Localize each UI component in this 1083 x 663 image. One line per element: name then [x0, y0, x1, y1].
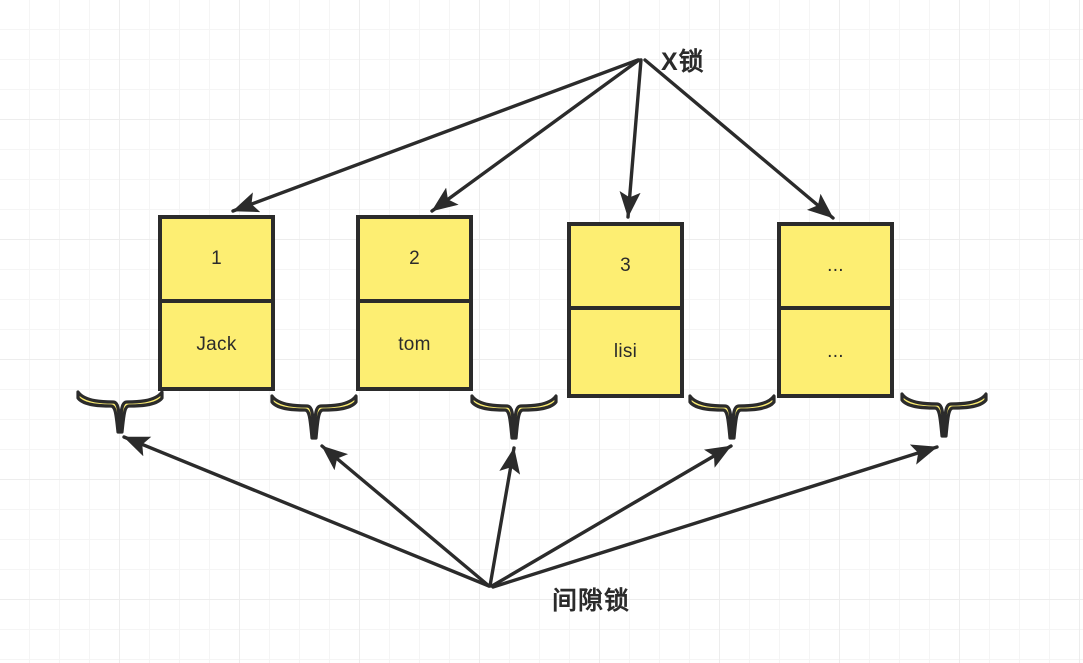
gap-lock-arrow-2 — [320, 444, 491, 588]
record-name-cell: lisi — [613, 341, 638, 362]
gap-brace-1 — [76, 390, 164, 434]
record-name-cell: Jack — [196, 334, 237, 355]
gap-lock-arrow-3 — [488, 446, 521, 588]
gap-brace-5 — [900, 392, 988, 438]
gap-lock-arrow-5 — [491, 444, 939, 589]
gap-brace-3 — [470, 394, 558, 440]
gap-lock-arrow-4 — [490, 444, 733, 588]
record-id-cell: 1 — [162, 219, 271, 303]
x-lock-arrow-2 — [430, 58, 641, 213]
x-lock-arrow-1 — [231, 58, 640, 213]
record-name-cell: tom — [398, 334, 431, 355]
gap-brace-2 — [270, 394, 358, 440]
record-id-cell: 2 — [360, 219, 469, 303]
record-box-4[interactable]: ... ... — [777, 222, 894, 398]
record-id-cell: 3 — [571, 226, 680, 310]
gap-lock-label: 间隙锁 — [552, 587, 631, 615]
record-name-cell: ... — [827, 341, 844, 362]
x-lock-arrow-4 — [643, 58, 835, 220]
gap-lock-arrow-1 — [122, 435, 491, 588]
record-id-cell: ... — [781, 226, 890, 310]
record-box-3[interactable]: 3 lisi — [567, 222, 684, 398]
gap-brace-4 — [688, 394, 776, 440]
gap-brace-group — [76, 390, 988, 440]
record-box-2[interactable]: 2 tom — [356, 215, 473, 391]
x-lock-arrow-3 — [619, 58, 643, 219]
x-lock-label: X锁 — [661, 48, 705, 76]
record-box-1[interactable]: 1 Jack — [158, 215, 275, 391]
